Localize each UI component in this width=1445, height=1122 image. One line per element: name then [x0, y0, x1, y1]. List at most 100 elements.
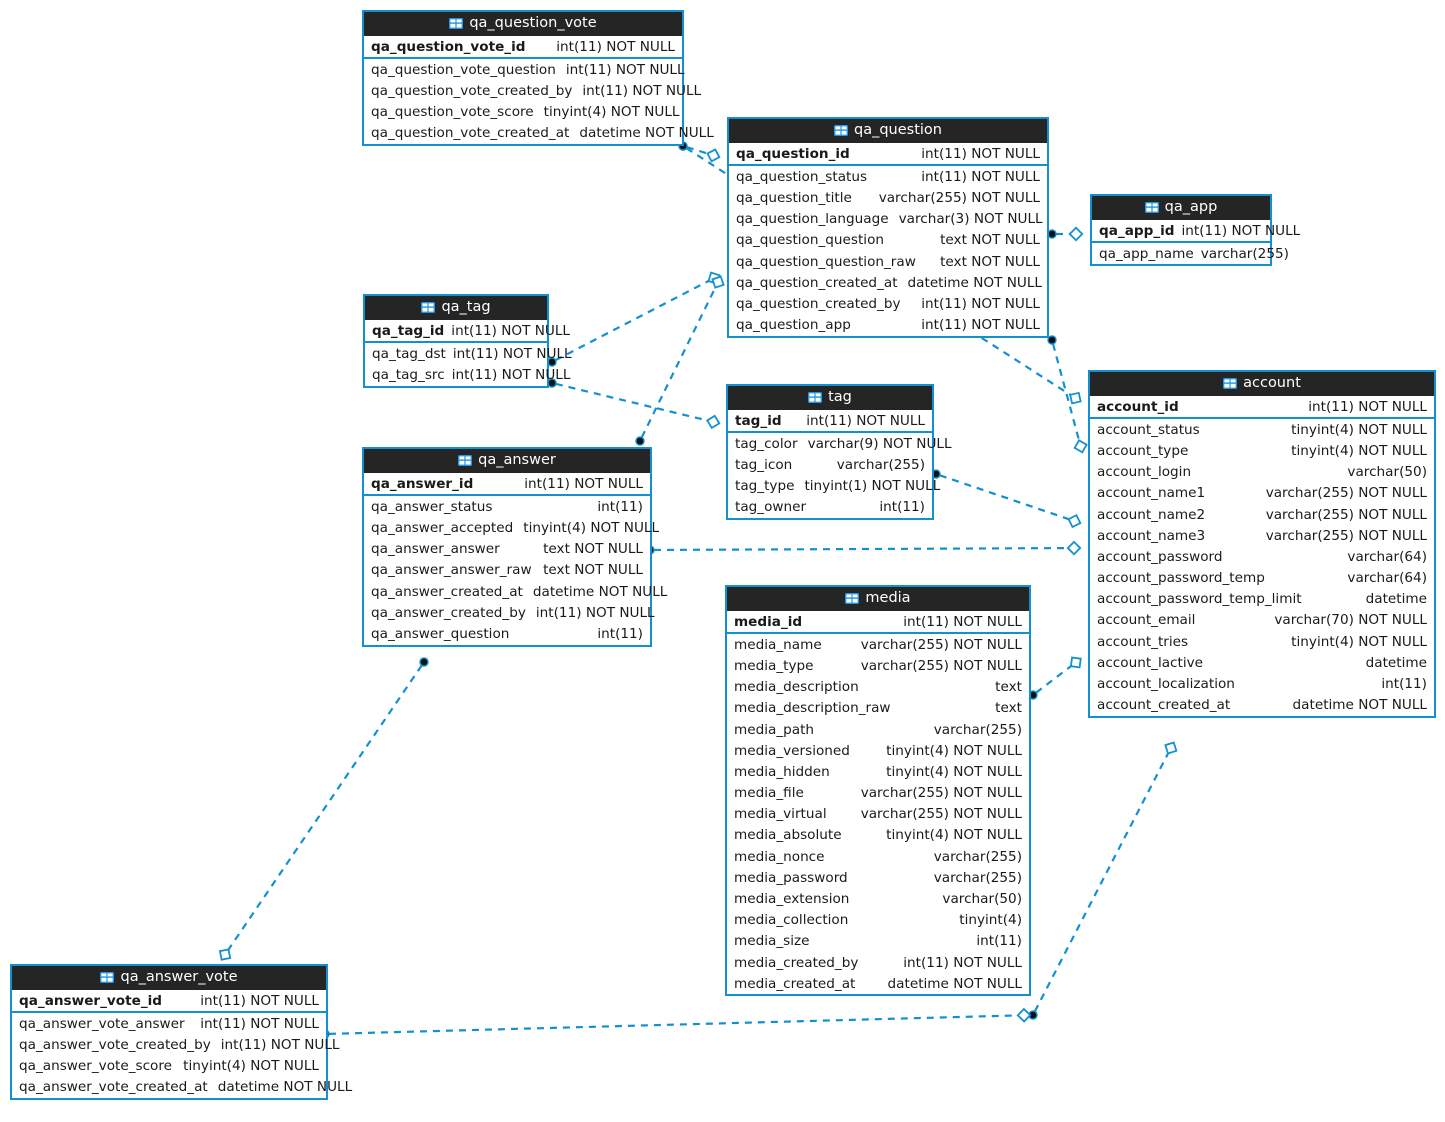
- relationship-qa_answer-to-qa_answer_vote[interactable]: [216, 657, 429, 963]
- relationship-qa_answer_vote-to-media[interactable]: [320, 1007, 1032, 1039]
- relationship-tag-to-account[interactable]: [931, 469, 1082, 529]
- relationship-qa_tag-to-tag[interactable]: [547, 378, 721, 430]
- table-header-qa_app[interactable]: qa_app: [1092, 196, 1270, 220]
- relationship-qa_answer-to-qa_question[interactable]: [635, 274, 726, 446]
- relationship-qa_question-to-qa_app[interactable]: [1047, 226, 1084, 242]
- table-header-qa_question[interactable]: qa_question: [729, 119, 1047, 143]
- relationship-media-to-account[interactable]: [1028, 740, 1179, 1020]
- relationship-qa_question_vote-to-qa_question[interactable]: [678, 141, 721, 163]
- relationship-qa_tag-to-qa_question[interactable]: [547, 270, 722, 367]
- table-header-qa_answer_vote[interactable]: qa_answer_vote: [12, 966, 326, 990]
- table-header-media[interactable]: media: [727, 587, 1029, 611]
- table-header-qa_question_vote[interactable]: qa_question_vote: [364, 12, 682, 36]
- relationship-qa_answer-to-account[interactable]: [645, 540, 1082, 556]
- relationship-qa_question-to-account[interactable]: [1047, 335, 1088, 454]
- table-header-qa_answer[interactable]: qa_answer: [364, 449, 650, 473]
- table-header-account[interactable]: account: [1090, 372, 1434, 396]
- relationship-media-to-account[interactable]: [1028, 654, 1085, 700]
- table-header-tag[interactable]: tag: [728, 386, 932, 410]
- table-header-qa_tag[interactable]: qa_tag: [365, 296, 547, 320]
